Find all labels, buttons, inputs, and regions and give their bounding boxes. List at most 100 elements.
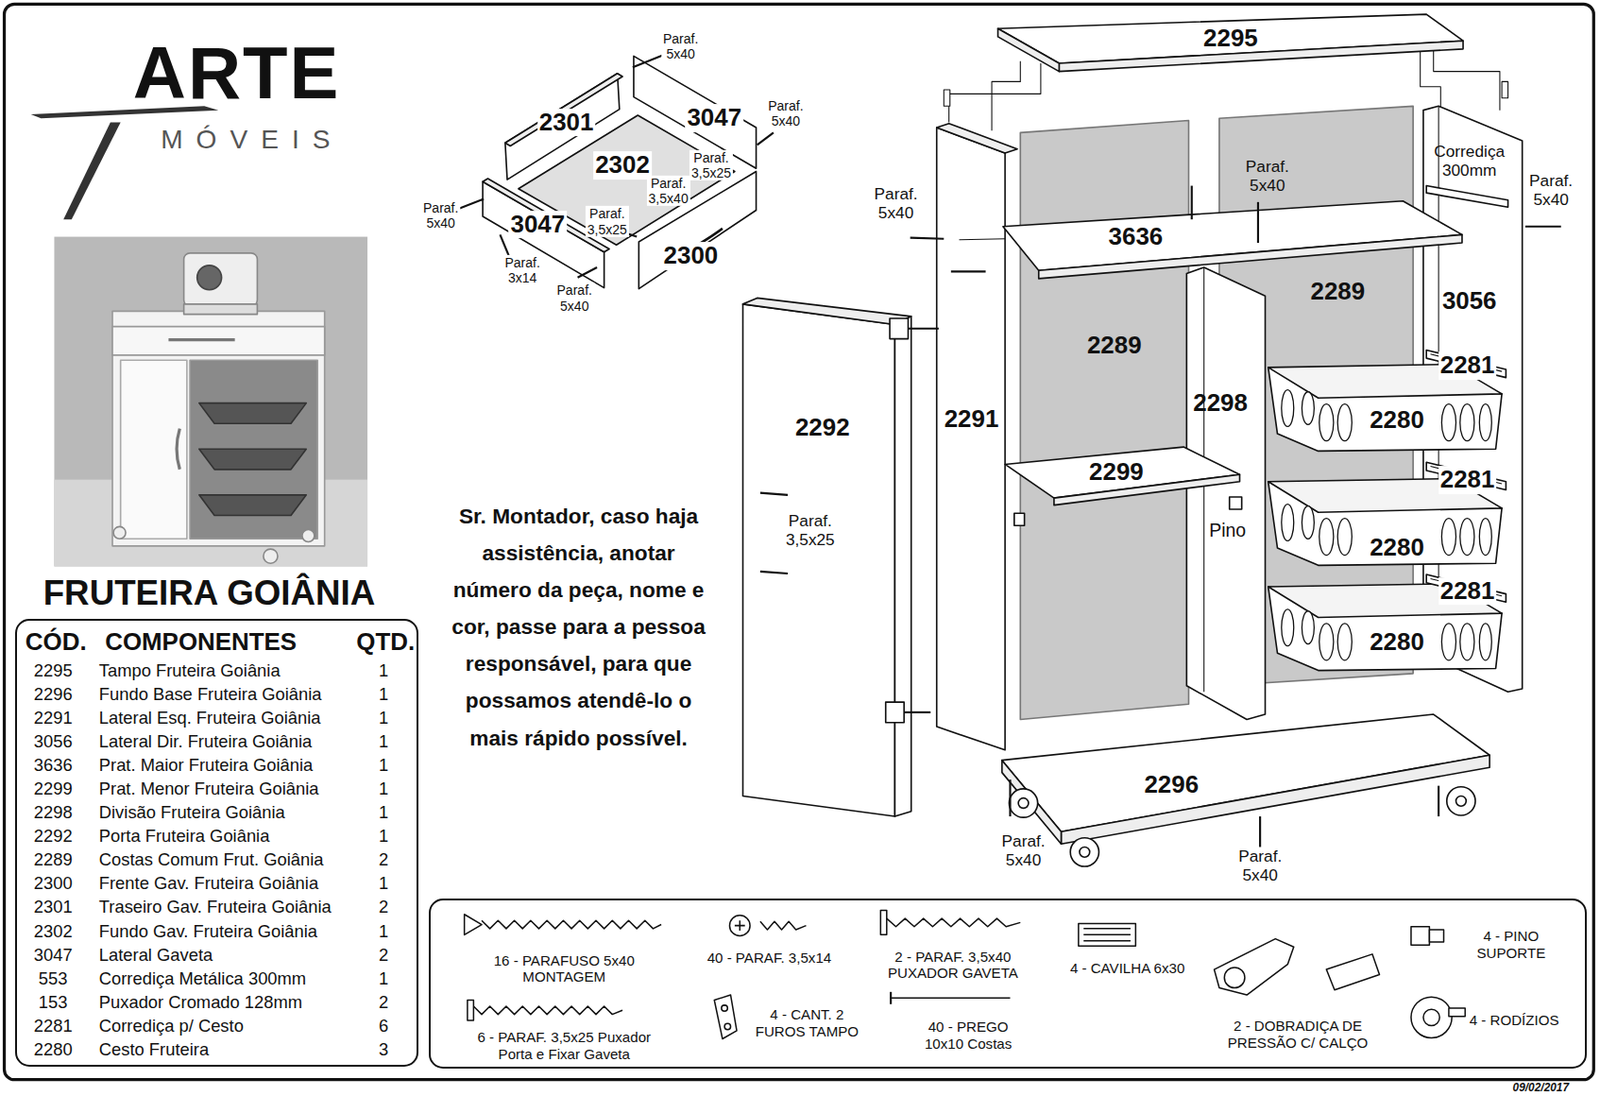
table-code: 2301 xyxy=(34,897,73,918)
illustration-part xyxy=(481,919,662,929)
illustration-part xyxy=(1433,46,1500,111)
table-quantity: 1 xyxy=(378,968,389,988)
table-component: Cesto Fruteira xyxy=(99,1038,209,1059)
table-component: Lateral Dir. Fruteira Goiânia xyxy=(99,731,313,751)
part-number: 3636 xyxy=(1108,222,1164,252)
illustration-part xyxy=(760,920,807,930)
illustration-part xyxy=(907,327,938,330)
illustration-part xyxy=(991,61,1021,131)
illustration-part xyxy=(1455,795,1466,806)
table-component: Divisão Fruteira Goiânia xyxy=(99,802,286,823)
assembler-note: Sr. Montador, caso haja assistência, ano… xyxy=(448,498,709,757)
table-quantity: 1 xyxy=(378,920,389,941)
part-number: 2291 xyxy=(944,405,1000,434)
illustration-part xyxy=(1423,1008,1440,1025)
table-code: 2298 xyxy=(34,802,73,823)
illustration-part xyxy=(760,493,788,495)
brand-subtitle: MÓVEIS xyxy=(160,124,343,155)
table-quantity: 1 xyxy=(378,754,389,775)
table-quantity: 1 xyxy=(378,779,389,800)
screw-callout: Paraf. 5x40 xyxy=(1245,157,1290,196)
illustration-part xyxy=(998,28,1060,71)
table-quantity: 6 xyxy=(378,1015,389,1036)
illustration-part xyxy=(1058,40,1464,71)
illustration-part xyxy=(1426,186,1508,208)
illustration-part xyxy=(302,529,315,543)
table-component: Prat. Menor Fruteira Goiânia xyxy=(99,779,320,800)
illustration-part xyxy=(176,428,180,470)
table-component: Frente Gav. Fruteira Goiânia xyxy=(99,873,319,894)
hardware-caption: 4 - CAVILHA 6x30 xyxy=(1070,959,1186,976)
table-header: COMPONENTES xyxy=(104,629,297,658)
illustration-part xyxy=(1326,953,1379,990)
table-code: 2280 xyxy=(34,1038,73,1059)
illustration-part xyxy=(951,270,987,273)
illustration-part xyxy=(1008,779,1011,817)
table-code: 2299 xyxy=(34,779,73,800)
illustration-part xyxy=(1078,922,1136,946)
pin-callout: Pino xyxy=(1208,519,1246,541)
illustration-part xyxy=(263,548,278,563)
illustration-part xyxy=(1186,267,1265,719)
table-quantity: 1 xyxy=(378,660,389,681)
table-component: Prat. Maior Fruteira Goiânia xyxy=(99,754,314,775)
illustration-part xyxy=(1257,202,1260,243)
part-number: 2280 xyxy=(1367,533,1427,562)
table-code: 2281 xyxy=(34,1015,73,1036)
table-component: Tampo Fruteira Goiânia xyxy=(99,660,281,681)
screw-callout: Paraf. 3,5x25 xyxy=(785,511,835,550)
hardware-caption: 4 - RODÍZIOS xyxy=(1469,1011,1560,1028)
table-component: Traseiro Gav. Fruteira Goiânia xyxy=(99,897,332,918)
illustration-part xyxy=(4,3,1595,1079)
part-number: 2281 xyxy=(1438,577,1498,606)
table-header: CÓD. xyxy=(25,629,87,658)
table-header: QTD. xyxy=(356,629,415,658)
brand-logo: ARTE xyxy=(133,31,341,116)
illustration-part xyxy=(949,63,1041,123)
table-component: Fundo Gav. Fruteira Goiânia xyxy=(99,920,318,941)
table-quantity: 2 xyxy=(378,897,389,918)
part-number: 2280 xyxy=(1367,628,1427,657)
part-number: 2302 xyxy=(593,151,652,180)
illustration-part xyxy=(1411,926,1430,945)
illustration-part xyxy=(1070,837,1099,867)
illustration-part xyxy=(1429,929,1444,942)
hardware-caption: 40 - PARAF. 3,5x14 xyxy=(707,950,833,967)
part-number: 2300 xyxy=(662,241,721,271)
illustration-part xyxy=(168,338,235,341)
table-code: 2296 xyxy=(34,683,73,704)
illustration-part xyxy=(1018,798,1029,809)
illustration-part xyxy=(936,123,1018,154)
illustration-part xyxy=(53,237,368,567)
screw-callout: Paraf. 5x40 xyxy=(1238,847,1282,886)
illustration-part xyxy=(1008,788,1038,818)
table-quantity: 1 xyxy=(378,731,389,751)
table-component: Corrediça p/ Cesto xyxy=(99,1015,244,1036)
illustration-part xyxy=(724,1022,731,1029)
illustration-part xyxy=(464,914,482,936)
hardware-caption: 16 - PARAFUSO 5x40 MONTAGEM xyxy=(472,952,656,986)
part-number: 2281 xyxy=(1438,351,1498,380)
screw-callout: Paraf. 5x40 xyxy=(1002,832,1046,870)
screw-callout: Paraf. 3x14 xyxy=(502,255,542,286)
table-code: 2292 xyxy=(34,826,73,847)
illustration-part xyxy=(1229,496,1243,510)
illustration-part xyxy=(63,122,120,221)
illustration-part xyxy=(886,918,1021,927)
table-component: Costas Comum Frut. Goiânia xyxy=(99,850,324,870)
illustration-part xyxy=(1020,119,1189,719)
illustration-part xyxy=(880,909,886,935)
hardware-caption: 6 - PARAF. 3,5x25 Puxador Porta e Fixar … xyxy=(459,1028,669,1062)
screw-callout: Paraf. 5x40 xyxy=(765,98,805,129)
table-code: 2289 xyxy=(34,850,73,870)
product-photo xyxy=(53,237,368,567)
illustration-part xyxy=(943,89,950,106)
illustration-part xyxy=(1191,186,1193,221)
hardware-box: 16 - PARAFUSO 5x40 MONTAGEM 40 - PARAF. 3… xyxy=(428,898,1587,1069)
illustration-part xyxy=(1501,81,1508,98)
illustration-part xyxy=(714,994,737,1039)
table-component: Porta Fruteira Goiânia xyxy=(99,826,271,847)
part-number: 2301 xyxy=(537,108,596,137)
hardware-caption: 40 - PREGO 10x10 Costas xyxy=(912,1018,1025,1052)
